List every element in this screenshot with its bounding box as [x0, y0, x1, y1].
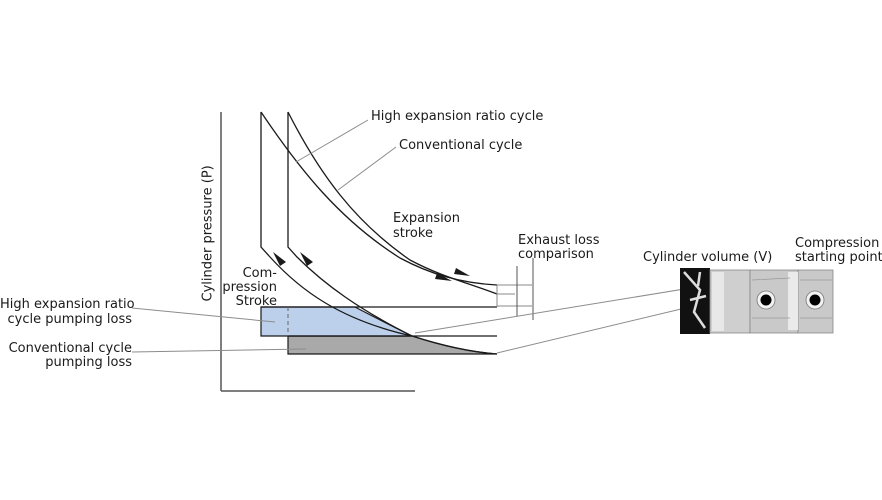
leader-conv-pumping — [131, 348, 307, 353]
label-expansion-stroke-2: stroke — [393, 226, 433, 241]
conventional-cycle-curve — [287, 112, 413, 337]
engine-cutaway-illustration — [680, 268, 834, 334]
y-axis-label: Cylinder pressure (P) — [200, 165, 216, 302]
label-conv-pumping-loss-2: pumping loss — [45, 355, 132, 370]
conventional-expansion-line — [287, 111, 498, 295]
label-expansion-stroke-1: Expansion — [393, 211, 460, 226]
arrow-compression-high — [273, 252, 286, 266]
arrow-expansion-high — [454, 268, 470, 276]
label-compression-start-2: starting point — [795, 250, 882, 265]
label-compression-stroke-3: Stroke — [235, 294, 277, 309]
label-compression-start-1: Compression — [795, 236, 880, 251]
leader-high-pumping — [131, 307, 276, 323]
conventional-pumping-loss-area — [287, 335, 498, 355]
label-compression-stroke-1: Com- — [242, 266, 277, 281]
arrow-expansion-conv — [435, 273, 452, 281]
label-compression-stroke-2: pression — [222, 280, 277, 295]
label-high-pumping-loss-2: cycle pumping loss — [7, 312, 132, 327]
arrow-compression-conv — [300, 252, 313, 266]
label-conv-pumping-loss-1: Conventional cycle — [8, 341, 132, 356]
leader-high-cycle — [295, 119, 369, 163]
leader-conv-cycle — [337, 146, 397, 191]
label-conventional-cycle: Conventional cycle — [399, 138, 523, 153]
label-high-pumping-loss-1: High expansion ratio — [0, 297, 135, 312]
high-expansion-pumping-loss-area — [260, 306, 413, 337]
label-exhaust-loss-2: comparison — [518, 247, 594, 262]
label-cylinder-volume: Cylinder volume (V) — [643, 250, 773, 265]
high-expansion-cycle-curve — [260, 112, 498, 355]
label-high-expansion-cycle: High expansion ratio cycle — [371, 109, 544, 124]
label-exhaust-loss-1: Exhaust loss — [518, 233, 600, 248]
